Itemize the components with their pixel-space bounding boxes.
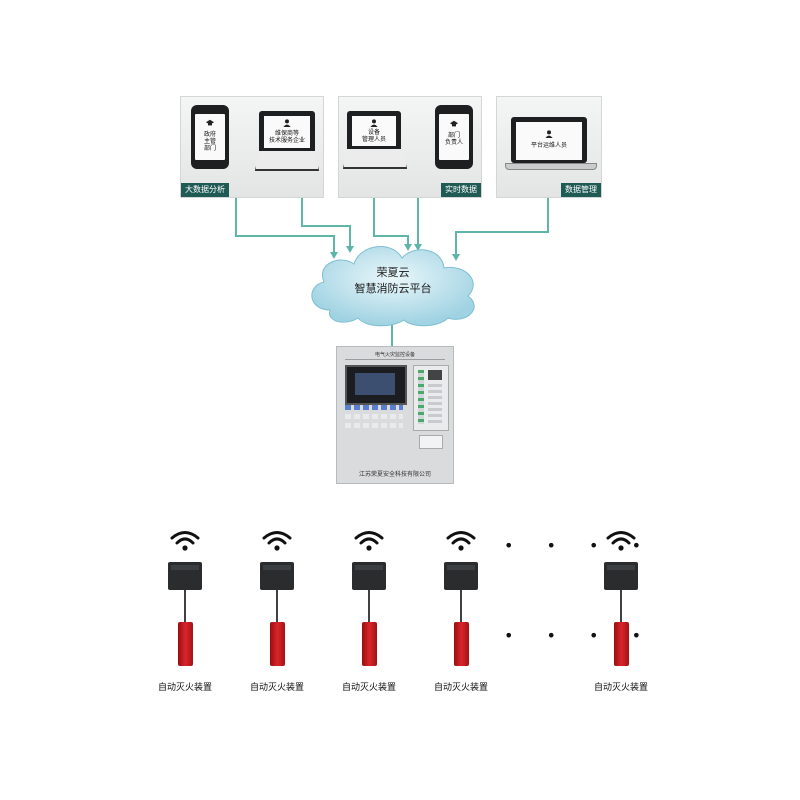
panel-tag-data-management: 数据管理 bbox=[561, 183, 601, 197]
phone-government: 政府 主管 部门 bbox=[191, 105, 229, 169]
laptop-text-1: 维保商等 技术服务企业 bbox=[268, 130, 305, 144]
extinguisher-device bbox=[178, 622, 193, 666]
laptop-device-manager: 设备 管理人员 bbox=[347, 111, 401, 149]
cabinet-printer bbox=[419, 435, 443, 449]
cabinet-indicator-panel bbox=[413, 365, 449, 431]
panel-data-management: 平台运维人员 数据管理 bbox=[496, 96, 602, 198]
wifi-icon bbox=[606, 531, 636, 551]
cabinet-company: 江苏荣夏安全科技有限公司 bbox=[358, 471, 431, 478]
ellipsis-top: • • • • bbox=[504, 536, 656, 555]
panel-realtime-data: 设备 管理人员 部门 负责人 实时数据 bbox=[338, 96, 482, 198]
phone-department-head: 部门 负责人 bbox=[435, 105, 473, 169]
cloud-platform bbox=[311, 246, 475, 327]
wireless-module bbox=[444, 562, 478, 590]
wifi-icon bbox=[446, 531, 476, 551]
graduation-cap-icon bbox=[450, 120, 458, 127]
laptop-text-2: 设备 管理人员 bbox=[361, 129, 386, 143]
device-label: 自动灭火装置 bbox=[341, 683, 396, 693]
device-label: 自动灭火装置 bbox=[593, 683, 648, 693]
ellipsis-bottom: • • • • bbox=[504, 626, 656, 645]
graduation-cap-icon bbox=[206, 119, 214, 126]
laptop-service-company: 维保商等 技术服务企业 bbox=[259, 111, 315, 151]
monitoring-cabinet: 电气火灾监控设备 江苏荣夏安全科技有限公司 bbox=[336, 346, 454, 484]
wifi-icon bbox=[262, 531, 292, 551]
panel-big-data-analysis: 政府 主管 部门 维保商等 技术服务企业 大数据分析 bbox=[180, 96, 324, 198]
device-label: 自动灭火装置 bbox=[433, 683, 488, 693]
wireless-module bbox=[260, 562, 294, 590]
user-icon bbox=[283, 119, 291, 127]
laptop-text-3: 平台运维人员 bbox=[530, 142, 567, 149]
wireless-module bbox=[604, 562, 638, 590]
cloud-subtitle: 智慧消防云平台 bbox=[354, 282, 432, 295]
panel-tag-realtime: 实时数据 bbox=[441, 183, 481, 197]
extinguisher-device bbox=[362, 622, 377, 666]
cloud-title: 荣夏云 bbox=[376, 266, 410, 279]
wireless-module bbox=[168, 562, 202, 590]
laptop-base bbox=[505, 163, 597, 170]
wifi-icon bbox=[354, 531, 384, 551]
phone-text-2: 部门 负责人 bbox=[444, 132, 463, 146]
laptop-base bbox=[255, 151, 319, 171]
extinguisher-device bbox=[454, 622, 469, 666]
cabinet-screen bbox=[345, 365, 407, 405]
panel-tag-big-data: 大数据分析 bbox=[181, 183, 229, 197]
device-label: 自动灭火装置 bbox=[157, 683, 212, 693]
laptop-platform-ops: 平台运维人员 bbox=[511, 117, 587, 163]
user-icon bbox=[545, 130, 553, 138]
cabinet-title: 电气火灾监控设备 bbox=[374, 352, 415, 358]
extinguisher-device bbox=[614, 622, 629, 666]
user-icon bbox=[370, 119, 378, 127]
laptop-base bbox=[343, 149, 407, 169]
cabinet-title-rule bbox=[345, 359, 445, 360]
cabinet-keypad bbox=[345, 405, 403, 431]
phone-text-1: 政府 主管 部门 bbox=[203, 131, 216, 152]
device-label: 自动灭火装置 bbox=[249, 683, 304, 693]
wireless-module bbox=[352, 562, 386, 590]
extinguisher-device bbox=[270, 622, 285, 666]
wifi-icon bbox=[170, 531, 200, 551]
